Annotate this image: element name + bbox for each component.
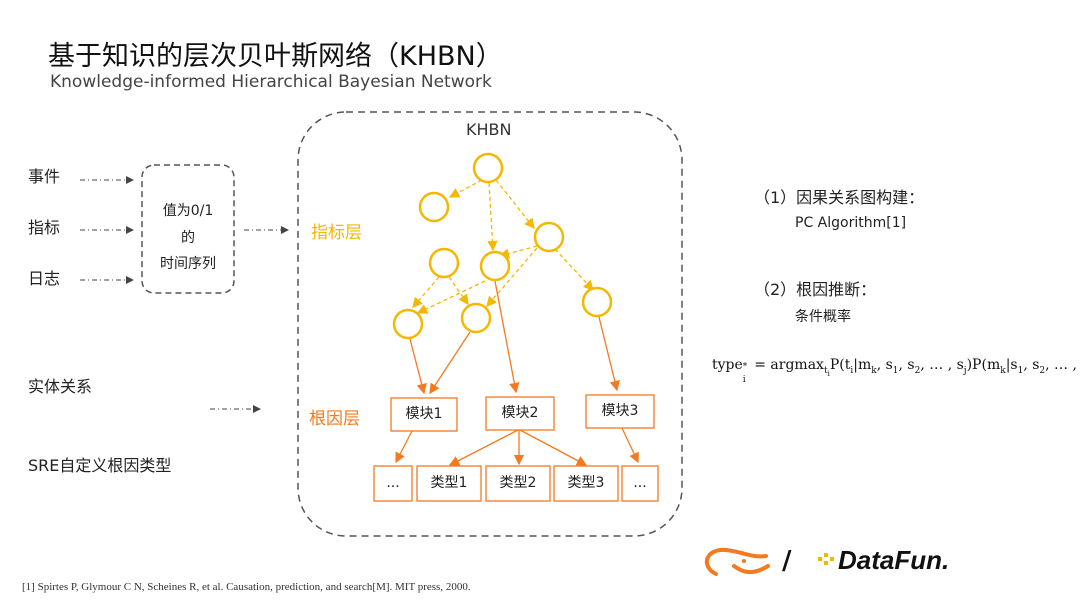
module-box-2 bbox=[485, 396, 555, 431]
footnote-reference: [1] Spirtes P, Glymour C N, Scheines R, … bbox=[22, 581, 471, 593]
type-box-3 bbox=[553, 465, 619, 502]
metric-node bbox=[479, 250, 511, 282]
timeseries-box bbox=[141, 164, 235, 294]
type-label-1: 类型1 bbox=[430, 475, 468, 491]
metric-node bbox=[472, 152, 504, 184]
timeseries-line3: 时间序列 bbox=[160, 256, 216, 272]
timeseries-line2: 的 bbox=[181, 230, 195, 246]
step1-title: （1）因果关系图构建： bbox=[754, 188, 925, 207]
module-label-3: 模块3 bbox=[601, 403, 639, 419]
type-box-ellipsis-right bbox=[621, 465, 659, 502]
type-box-1 bbox=[416, 465, 482, 502]
input-arrows bbox=[80, 176, 289, 413]
step1-detail: PC Algorithm[1] bbox=[795, 215, 907, 231]
metric-nodes bbox=[392, 152, 613, 340]
khbn-container bbox=[297, 111, 683, 537]
page-subtitle: Knowledge-informed Hierarchical Bayesian… bbox=[50, 72, 492, 92]
metric-to-module-edges bbox=[409, 280, 620, 395]
khbn-label: KHBN bbox=[466, 120, 512, 139]
type-label-ellipsis-right: ... bbox=[633, 475, 647, 491]
module-box-1 bbox=[390, 397, 458, 432]
timeseries-line1: 值为0/1 bbox=[162, 203, 214, 219]
metric-node bbox=[428, 247, 460, 279]
module-boxes bbox=[390, 394, 655, 432]
metric-edges bbox=[412, 179, 594, 314]
root-layer-label: 根因层 bbox=[309, 409, 360, 429]
type-label-2: 类型2 bbox=[499, 475, 537, 491]
input-sre-root-type-label: SRE自定义根因类型 bbox=[28, 456, 172, 475]
input-event-label: 事件 bbox=[28, 167, 61, 186]
module-label-2: 模块2 bbox=[501, 405, 539, 421]
logo-separator: / bbox=[782, 546, 792, 576]
input-metric-label: 指标 bbox=[28, 218, 61, 237]
module-to-type-edges bbox=[395, 427, 639, 466]
alibaba-logo-icon bbox=[704, 547, 770, 576]
step2-detail: 条件概率 bbox=[795, 309, 851, 325]
metric-node bbox=[533, 221, 565, 253]
type-label-ellipsis-left: ... bbox=[386, 475, 400, 491]
datafun-logo-text: DataFun. bbox=[838, 545, 950, 575]
datafun-spark-icon bbox=[818, 553, 834, 565]
metric-node bbox=[392, 308, 424, 340]
metric-layer-label: 指标层 bbox=[311, 223, 362, 243]
type-box-ellipsis-left bbox=[373, 465, 413, 502]
type-boxes bbox=[373, 465, 659, 502]
step2-title: （2）根因推断： bbox=[754, 280, 877, 299]
input-entity-relation-label: 实体关系 bbox=[28, 377, 93, 396]
metric-node bbox=[460, 302, 492, 334]
type-label-3: 类型3 bbox=[567, 475, 605, 491]
input-log-label: 日志 bbox=[28, 269, 61, 288]
metric-node bbox=[418, 191, 450, 223]
metric-node bbox=[581, 286, 613, 318]
module-label-1: 模块1 bbox=[405, 406, 443, 422]
module-box-3 bbox=[585, 394, 655, 429]
root-cause-formula: type*i = argmaxtiP(ti|mk, s1, s2, … , sj… bbox=[712, 357, 1080, 385]
page-title: 基于知识的层次贝叶斯网络（KHBN） bbox=[48, 41, 503, 72]
type-box-2 bbox=[485, 465, 551, 502]
